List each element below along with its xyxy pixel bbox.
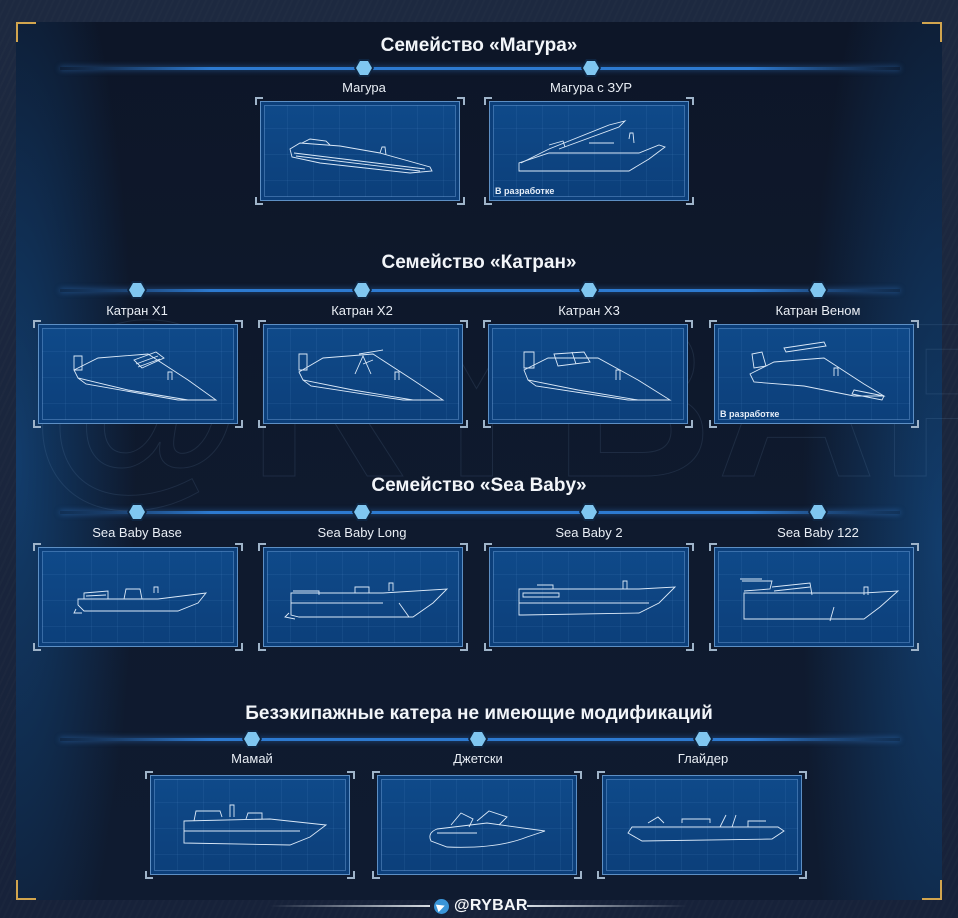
hexagon-node-icon xyxy=(354,283,370,297)
boat-blueprint-icon xyxy=(523,351,672,401)
connector-line xyxy=(60,289,900,292)
item-label: Глайдер xyxy=(677,751,729,766)
hexagon-node-icon xyxy=(581,283,597,297)
boat-blueprint-icon xyxy=(73,351,218,401)
item-label: Магура с ЗУР xyxy=(549,80,633,95)
hexagon-node-icon xyxy=(583,61,599,75)
corner-bracket-top-left xyxy=(16,22,36,42)
boat-card-sea-baby-long[interactable] xyxy=(258,543,468,651)
boat-blueprint-icon xyxy=(73,586,208,614)
item-label: Катран X3 xyxy=(558,303,620,318)
status-badge: В разработке xyxy=(495,186,555,196)
hexagon-node-icon xyxy=(810,283,826,297)
boat-blueprint-icon xyxy=(284,582,449,620)
section-title-unmodified-boats: Безэкипажные катера не имеющие модификац… xyxy=(245,703,713,724)
section-title-katran: Семейство «Катран» xyxy=(381,252,577,273)
boat-blueprint-icon xyxy=(740,578,900,622)
hexagon-node-icon xyxy=(810,505,826,519)
boat-card-magura[interactable] xyxy=(255,97,465,205)
hexagon-node-icon xyxy=(695,732,711,746)
boat-card-katran-x3[interactable] xyxy=(483,320,693,428)
item-label: Sea Baby Base xyxy=(92,525,182,540)
item-label: Магура xyxy=(342,80,386,95)
item-label: Джетски xyxy=(453,751,503,766)
telegram-icon xyxy=(434,898,449,914)
section-title-sea-baby: Семейство «Sea Baby» xyxy=(371,475,587,496)
hexagon-node-icon xyxy=(470,732,486,746)
item-label: Sea Baby 2 xyxy=(555,525,623,540)
item-label: Мамай xyxy=(231,751,273,766)
item-label: Катран Веном xyxy=(775,303,861,318)
boat-card-katran-x2[interactable] xyxy=(258,320,468,428)
connector-line xyxy=(60,511,900,514)
item-label: Sea Baby Long xyxy=(317,525,407,540)
item-label: Катран X2 xyxy=(331,303,393,318)
boat-blueprint-icon xyxy=(518,120,666,172)
section-title-magura: Семейство «Магура» xyxy=(380,35,578,56)
footer-divider-right xyxy=(527,905,687,907)
item-label: Катран X1 xyxy=(106,303,168,318)
boat-blueprint-icon xyxy=(298,349,445,401)
boat-card-jetski[interactable] xyxy=(372,771,582,879)
hexagon-node-icon xyxy=(244,732,260,746)
corner-bracket-top-right xyxy=(922,22,942,42)
infographic-panel xyxy=(16,22,942,900)
item-label: Sea Baby 122 xyxy=(777,525,859,540)
boat-card-sea-baby-2[interactable] xyxy=(484,543,694,651)
boat-card-sea-baby-base[interactable] xyxy=(33,543,243,651)
status-badge: В разработке xyxy=(720,409,780,419)
boat-blueprint-icon xyxy=(429,810,546,848)
boat-blueprint-icon xyxy=(289,138,433,174)
connector-line xyxy=(60,67,900,70)
boat-card-katran-venom[interactable]: В разработке xyxy=(709,320,919,428)
boat-blueprint-icon xyxy=(749,341,886,401)
footer-divider-left xyxy=(270,905,430,907)
hexagon-node-icon xyxy=(129,505,145,519)
boat-card-glider[interactable] xyxy=(597,771,807,879)
corner-bracket-bottom-right xyxy=(922,880,942,900)
boat-card-sea-baby-122[interactable] xyxy=(709,543,919,651)
brand-handle: @RYBAR xyxy=(454,897,528,914)
hexagon-node-icon xyxy=(581,505,597,519)
boat-blueprint-icon xyxy=(627,814,785,842)
hexagon-node-icon xyxy=(356,61,372,75)
hexagon-node-icon xyxy=(129,283,145,297)
boat-card-magura-zur[interactable]: В разработке xyxy=(484,97,694,205)
boat-blueprint-icon xyxy=(518,580,677,616)
corner-bracket-bottom-left xyxy=(16,880,36,900)
boat-blueprint-icon xyxy=(183,804,328,846)
boat-card-katran-x1[interactable] xyxy=(33,320,243,428)
boat-card-mamai[interactable] xyxy=(145,771,355,879)
footer-brand[interactable]: @RYBAR xyxy=(434,895,528,917)
hexagon-node-icon xyxy=(354,505,370,519)
